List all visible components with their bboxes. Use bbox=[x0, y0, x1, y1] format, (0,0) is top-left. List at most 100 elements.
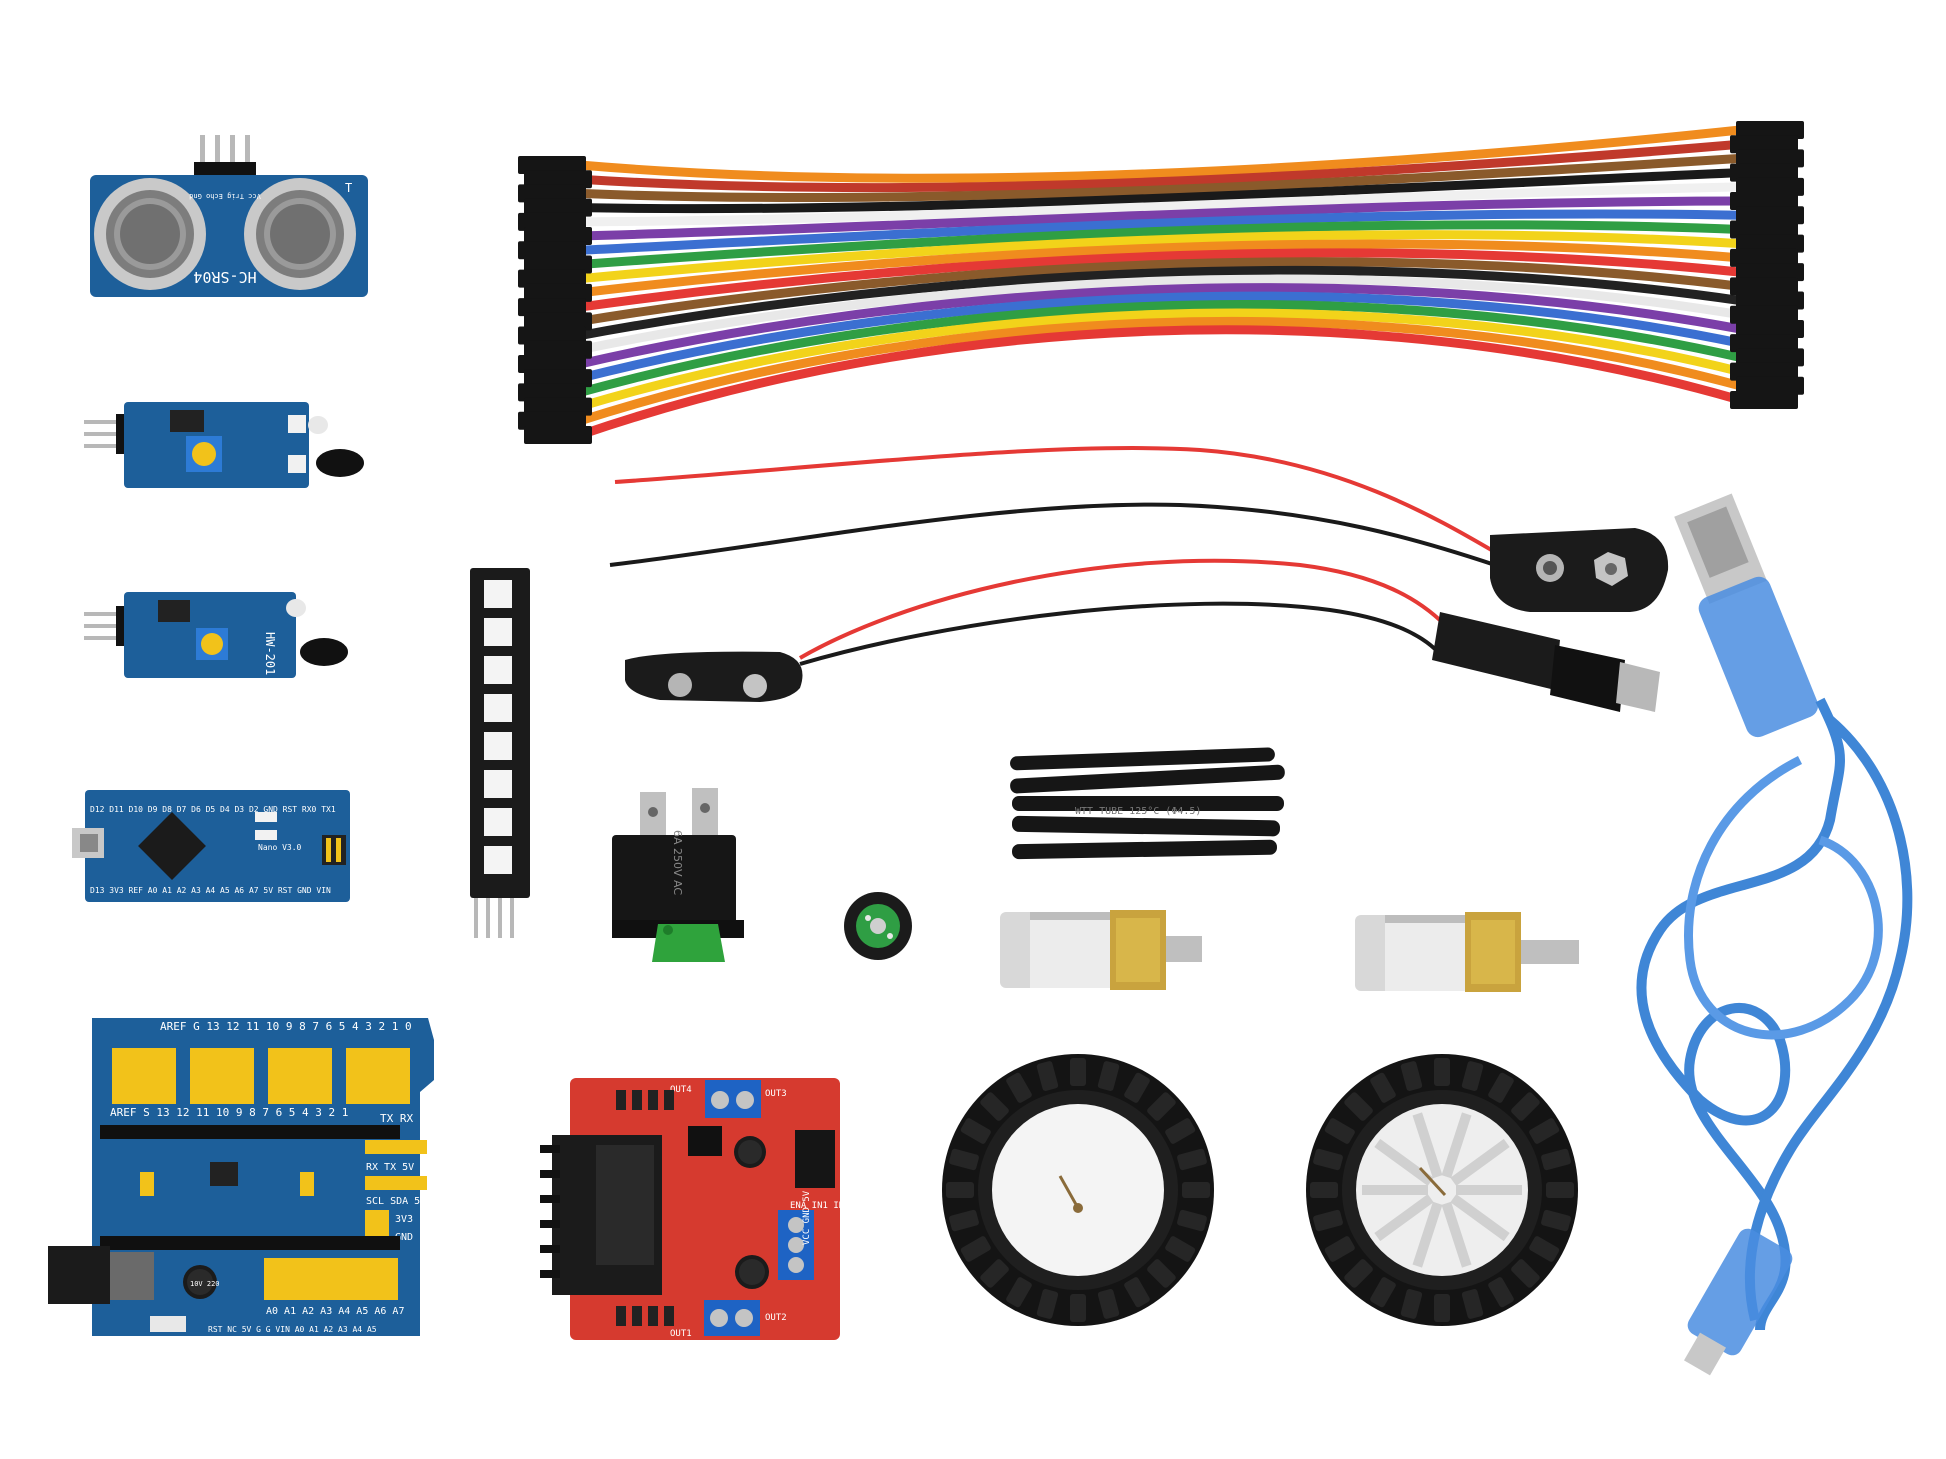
jumper-female-connector bbox=[1736, 149, 1804, 168]
jumper-female-connector bbox=[524, 170, 592, 189]
tire-tread-block bbox=[1006, 1072, 1032, 1103]
black-lead-wire-2 bbox=[799, 601, 1447, 666]
wheel-spoke bbox=[1374, 1194, 1434, 1242]
tire-tread-block bbox=[1313, 1148, 1343, 1171]
tire-tread-block bbox=[1124, 1277, 1150, 1308]
jumper-female-connector bbox=[1730, 362, 1798, 381]
rgb-led bbox=[484, 732, 512, 760]
nano-expansion-shield: AREF G 13 12 11 10 9 8 7 6 5 4 3 2 1 0 A… bbox=[48, 1018, 450, 1336]
motor-driver-out1-label: OUT1 bbox=[670, 1329, 692, 1339]
tire-tread-block bbox=[1370, 1277, 1396, 1308]
jumper-wire bbox=[575, 196, 1745, 241]
tire-tread-block bbox=[1461, 1289, 1484, 1319]
ir-led-2 bbox=[300, 638, 348, 666]
shield-gnd-label: GND bbox=[395, 1232, 413, 1243]
tire-tread-block bbox=[1461, 1061, 1484, 1091]
jumper-female-connector bbox=[1730, 391, 1798, 409]
jumper-wire bbox=[575, 257, 1745, 326]
tire-tread-block bbox=[1147, 1092, 1176, 1121]
usb-cable bbox=[1636, 493, 1913, 1376]
shield-top-pin-labels: AREF G 13 12 11 10 9 8 7 6 5 4 3 2 1 0 bbox=[160, 1020, 412, 1033]
tire-tread-block bbox=[1036, 1289, 1059, 1319]
jumper-female-connector bbox=[1730, 135, 1798, 154]
jumper-female-connector bbox=[518, 212, 586, 231]
tire-tread-block bbox=[1541, 1209, 1571, 1232]
ultrasonic-pin-labels: Vcc Trig Echo Gnd bbox=[189, 192, 261, 200]
gear-motor-2 bbox=[1355, 912, 1579, 992]
motor-driver-regulator bbox=[688, 1126, 722, 1156]
rgb-led-stick bbox=[470, 568, 530, 938]
jumper-female-connector bbox=[518, 411, 586, 430]
battery-clip-top bbox=[1490, 528, 1669, 612]
heat-shrink-tubes: WTT TUBE 125°C (Φ4.5) bbox=[1010, 747, 1285, 860]
usb-cable-wire-2 bbox=[1744, 716, 1913, 1322]
jumper-female-connector bbox=[1736, 319, 1804, 338]
battery-clip-bottom bbox=[625, 651, 803, 702]
jumper-female-connector bbox=[524, 255, 592, 274]
tire-tread-block bbox=[1070, 1058, 1086, 1086]
tire-tread-block bbox=[1511, 1259, 1540, 1288]
tire-tread-block bbox=[1036, 1061, 1059, 1091]
nano-bottom-pin-labels: D13 3V3 REF A0 A1 A2 A3 A4 A5 A6 A7 5V R… bbox=[90, 886, 331, 895]
usb-cable-wire-1 bbox=[1636, 697, 1845, 1331]
ir-sensor-module-2: HW-201 bbox=[84, 592, 348, 678]
wheel-2 bbox=[1306, 1054, 1578, 1326]
motor-driver-power-label: VCC GND 5V bbox=[802, 1190, 812, 1245]
tire-tread-block bbox=[1541, 1148, 1571, 1171]
wheel-spoke bbox=[1374, 1138, 1434, 1186]
dc-barrel-plug bbox=[1432, 612, 1560, 690]
shield-bottom-labels: RST NC 5V G G VIN A0 A1 A2 A3 A4 A5 bbox=[208, 1325, 377, 1334]
shrink-tube-label: WTT TUBE 125°C (Φ4.5) bbox=[1075, 806, 1201, 817]
jumper-left-connectors bbox=[518, 156, 592, 444]
wheel-spoke bbox=[1441, 1201, 1472, 1268]
tire-tread-block bbox=[960, 1118, 991, 1144]
tire-tread-block bbox=[1400, 1289, 1423, 1319]
tire-tread-block bbox=[1434, 1058, 1450, 1086]
shield-reset-button bbox=[150, 1316, 186, 1332]
jumper-wire-strands bbox=[575, 125, 1745, 440]
motor-driver-inputs-label: ENA IN1 IN2 IN3 IN4 ENB bbox=[790, 1201, 915, 1211]
tire-tread-block bbox=[1310, 1182, 1338, 1198]
usb-a-connector bbox=[1674, 493, 1819, 738]
tire-tread-block bbox=[1147, 1259, 1176, 1288]
tire-tread-block bbox=[1488, 1072, 1514, 1103]
jumper-wire bbox=[575, 248, 1745, 312]
jumper-wire bbox=[575, 153, 1745, 203]
tire-tread-block bbox=[1097, 1289, 1120, 1319]
shield-i2c-labels: SCL SDA 5V GND bbox=[366, 1196, 450, 1207]
switch-body bbox=[612, 835, 736, 925]
usb-a-housing bbox=[1698, 576, 1819, 738]
tire-tread-block bbox=[1434, 1294, 1450, 1322]
shield-regulator bbox=[210, 1162, 238, 1186]
jumper-wire bbox=[575, 274, 1745, 355]
jumper-wire bbox=[575, 209, 1745, 255]
wheel-spoke bbox=[1450, 1194, 1510, 1242]
jumper-female-connector bbox=[518, 326, 586, 345]
jumper-wire bbox=[575, 308, 1745, 412]
jumper-wire bbox=[575, 125, 1745, 183]
red-lead-wire-1 bbox=[614, 446, 1502, 557]
motor-driver-out3-label: OUT3 bbox=[765, 1089, 787, 1099]
jumper-female-connector bbox=[1730, 248, 1798, 267]
jumper-wire bbox=[575, 239, 1745, 298]
tire-tread-block bbox=[960, 1236, 991, 1262]
jumper-female-connector bbox=[524, 283, 592, 302]
jumper-wire bbox=[575, 291, 1745, 383]
jumper-wire bbox=[575, 230, 1745, 284]
shield-uart-labels: RX TX 5V GND bbox=[366, 1162, 438, 1173]
wheel-1-hub bbox=[992, 1104, 1164, 1276]
jumper-female-connector bbox=[518, 354, 586, 373]
rgb-led bbox=[484, 770, 512, 798]
rgb-led bbox=[484, 846, 512, 874]
rgb-led bbox=[484, 580, 512, 608]
shield-nano-socket-bottom bbox=[100, 1236, 400, 1250]
tire-tread-block bbox=[1182, 1182, 1210, 1198]
wheel-spoke bbox=[1441, 1112, 1472, 1179]
shield-txrx-label: TX RX bbox=[380, 1112, 413, 1125]
jumper-wire bbox=[575, 325, 1745, 440]
jumper-female-connector bbox=[524, 426, 592, 444]
jumper-female-connector bbox=[518, 184, 586, 203]
jumper-female-connector bbox=[1730, 192, 1798, 211]
switch-rating-label: 6A 250V AC bbox=[671, 830, 684, 895]
tire-tread-block bbox=[1529, 1236, 1560, 1262]
